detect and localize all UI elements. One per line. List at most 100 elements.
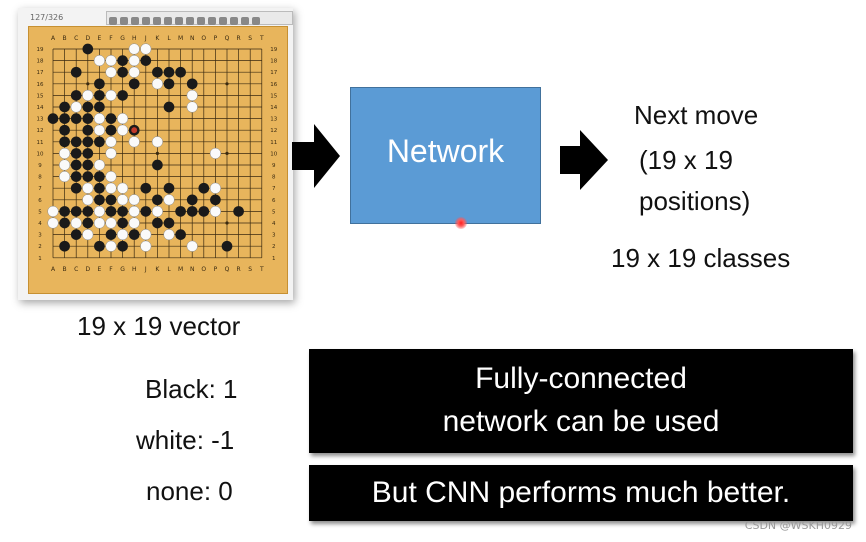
column-label: M	[178, 35, 183, 42]
column-label: A	[51, 266, 56, 273]
black-stone	[233, 206, 244, 217]
black-stone	[140, 182, 152, 194]
black-stone	[70, 229, 82, 240]
network-box: Network	[350, 87, 541, 224]
column-label: J	[144, 266, 147, 273]
white-stone	[70, 101, 82, 113]
black-stone	[70, 171, 82, 182]
column-label: T	[259, 35, 264, 42]
white-stone	[163, 194, 175, 206]
black-stone	[82, 136, 94, 148]
black-stone	[82, 159, 94, 171]
column-label: E	[98, 266, 102, 273]
white-stone	[128, 55, 140, 67]
black-stone	[94, 136, 105, 148]
toolbar-icon	[142, 17, 150, 25]
cnn-note: But CNN performs much better.	[309, 465, 853, 521]
output-positions: positions)	[639, 186, 751, 216]
row-label: 2	[272, 244, 276, 250]
row-label: 6	[272, 198, 276, 204]
encoding-black: Black: 1	[145, 374, 238, 404]
black-stone	[117, 240, 128, 252]
encoding-none: none: 0	[146, 476, 233, 506]
output-classes: 19 x 19 classes	[611, 243, 791, 273]
black-stone	[94, 90, 105, 101]
black-stone	[94, 171, 105, 182]
black-stone	[82, 148, 94, 159]
column-label: H	[132, 35, 137, 42]
star-point	[86, 82, 90, 86]
column-label: J	[144, 35, 147, 42]
encoding-white: white: -1	[136, 425, 235, 455]
row-label: 3	[272, 233, 276, 239]
black-stone	[163, 78, 175, 90]
row-label: 5	[38, 209, 42, 215]
black-stone	[163, 217, 175, 229]
row-label: 1	[38, 256, 42, 262]
white-stone	[163, 229, 175, 241]
black-stone	[152, 194, 163, 206]
column-label: O	[201, 35, 206, 42]
black-stone	[105, 194, 117, 206]
toolbar-icon	[241, 17, 249, 25]
black-stone	[140, 206, 152, 217]
row-label: 14	[270, 105, 277, 111]
row-label: 15	[37, 93, 44, 99]
black-stone	[82, 217, 94, 229]
black-stone	[59, 240, 70, 252]
white-stone	[59, 159, 71, 171]
toolbar-icon	[131, 17, 139, 25]
white-stone	[82, 182, 94, 194]
go-board-grid: AABBCCDDEEFFGGHHJJKKLLMMNNOOPPQQRRSSTT19…	[37, 35, 278, 273]
column-label: Q	[225, 266, 230, 273]
column-label: G	[120, 266, 125, 273]
row-label: 17	[37, 70, 44, 76]
row-label: 5	[272, 209, 276, 215]
black-stone	[152, 217, 163, 229]
white-stone	[128, 66, 140, 78]
row-label: 2	[38, 244, 42, 250]
white-stone	[93, 217, 105, 229]
white-stone	[93, 205, 105, 217]
black-stone	[82, 113, 94, 124]
white-stone	[93, 55, 105, 67]
row-label: 8	[272, 175, 276, 181]
row-label: 14	[37, 105, 44, 111]
row-label: 18	[270, 59, 277, 65]
black-stone	[70, 66, 82, 78]
black-stone	[70, 206, 82, 217]
fully-connected-note: Fully-connected network can be used	[309, 349, 853, 453]
row-label: 6	[38, 198, 42, 204]
fc-line-1: Fully-connected	[475, 362, 687, 395]
white-stone	[117, 194, 129, 206]
black-stone	[163, 182, 175, 194]
black-stone	[94, 78, 105, 90]
white-stone	[93, 159, 105, 171]
row-label: 13	[37, 117, 44, 123]
black-stone	[105, 206, 117, 217]
row-label: 7	[272, 186, 276, 192]
arrow-right-icon	[292, 124, 340, 188]
white-stone	[82, 89, 94, 101]
column-label: T	[259, 266, 264, 273]
white-stone	[186, 240, 198, 252]
row-label: 3	[38, 233, 42, 239]
white-stone	[105, 240, 117, 252]
white-stone	[128, 194, 140, 206]
toolbar-icon	[197, 17, 205, 25]
row-label: 11	[37, 140, 44, 146]
white-stone	[151, 205, 163, 217]
network-label: Network	[386, 133, 505, 169]
column-label: M	[178, 266, 183, 273]
black-stone	[59, 217, 70, 229]
column-label: G	[120, 35, 125, 42]
column-label: O	[201, 266, 206, 273]
white-stone	[151, 136, 163, 148]
row-label: 18	[37, 59, 44, 65]
white-stone	[186, 101, 198, 113]
star-point	[225, 221, 229, 225]
black-stone	[59, 113, 70, 124]
white-stone	[70, 217, 82, 229]
white-stone	[128, 217, 140, 229]
toolbar-icon	[252, 17, 260, 25]
